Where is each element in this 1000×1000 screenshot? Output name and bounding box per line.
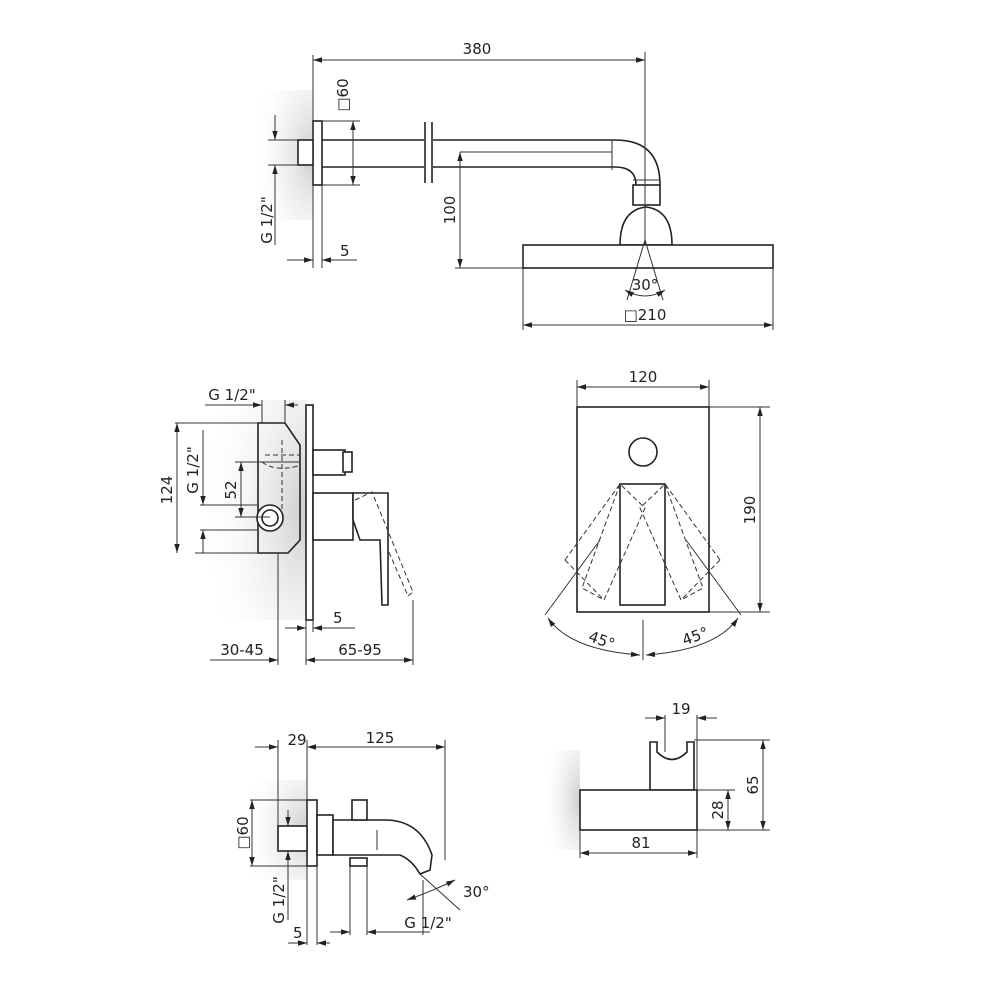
dim-spout-plate: 5 (293, 924, 303, 942)
dim-spout-flange: □60 (234, 816, 252, 849)
dim-arm-drop: 100 (441, 196, 459, 225)
dim-mixer-depth: 30-45 (220, 641, 264, 659)
shower-arm-drawing (268, 52, 774, 330)
dim-arm-flange-depth: 5 (340, 242, 350, 260)
dim-arm-flange: □60 (334, 78, 352, 111)
holder-drawing (579, 715, 770, 858)
spout-drawing (249, 740, 461, 946)
dim-holder-length: 81 (631, 834, 650, 852)
dim-head-size: □210 (624, 306, 667, 324)
dim-holder-body-height: 28 (709, 800, 727, 819)
dim-top-thread: G 1/2" (208, 386, 255, 404)
dim-spray-angle: 30° (632, 276, 659, 294)
dim-spout-outlet-thread: G 1/2" (404, 914, 451, 932)
mixer-front-drawing (544, 380, 770, 660)
mixer-side-drawing (174, 400, 414, 665)
dim-holder-height: 65 (744, 775, 762, 794)
dim-front-height: 190 (741, 496, 759, 525)
dim-mixer-thread: G 1/2" (184, 446, 202, 493)
dim-arm-length: 380 (463, 40, 492, 58)
wall-shadow (200, 400, 306, 620)
dim-mixer-spacing: 52 (222, 480, 240, 499)
dim-arm-thread: G 1/2" (258, 196, 276, 243)
dim-mixer-height: 124 (158, 476, 176, 505)
dim-spout-angle: 30° (463, 883, 490, 901)
dim-front-width: 120 (629, 368, 658, 386)
dim-mixer-plate: 5 (333, 609, 343, 627)
dim-angle-left: 45° (586, 627, 617, 653)
dim-spout-thread: G 1/2" (270, 876, 288, 923)
dim-mixer-projection: 65-95 (338, 641, 382, 659)
wall-shadow (540, 750, 580, 850)
dim-holder-hook: 19 (671, 700, 690, 718)
dim-spout-flange-depth: 29 (287, 731, 306, 749)
dim-angle-right: 45° (680, 623, 711, 649)
dim-spout-length: 125 (366, 729, 395, 747)
